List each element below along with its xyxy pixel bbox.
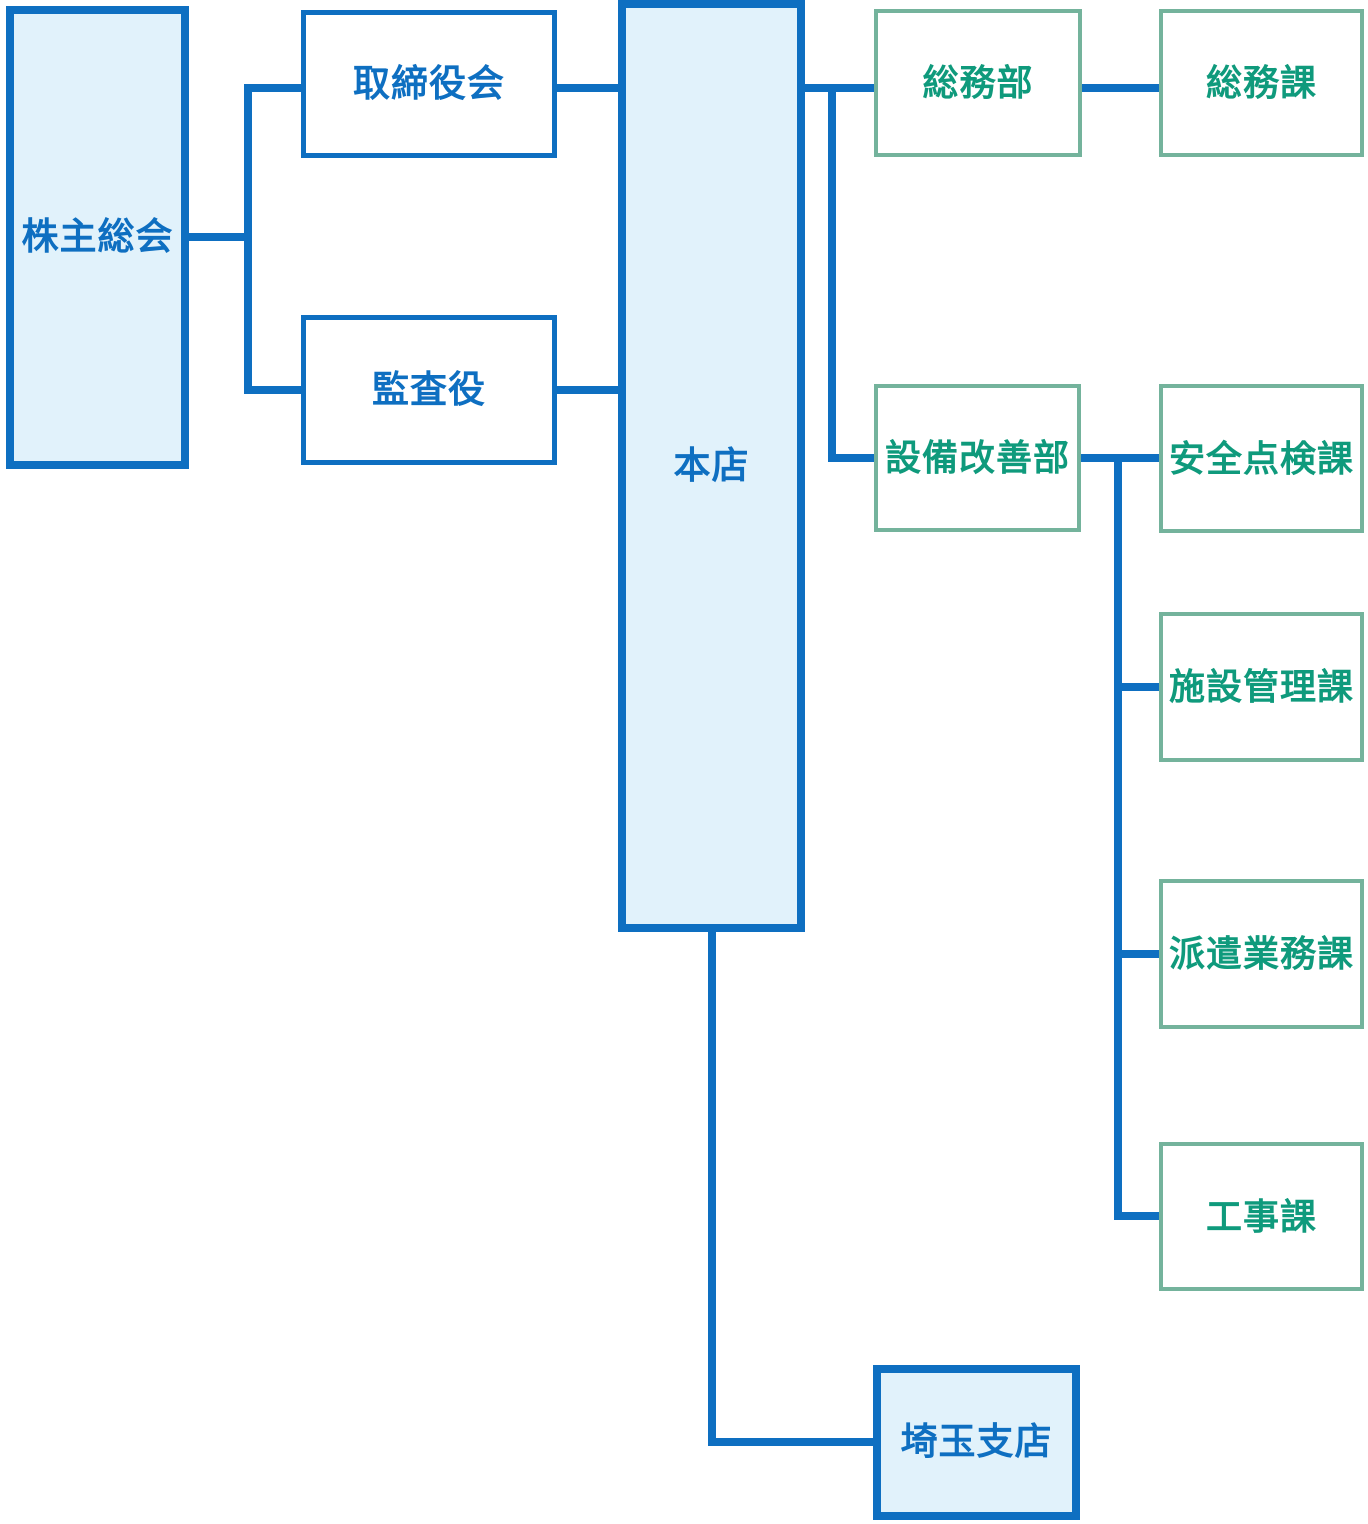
node-saitama-branch: 埼玉支店	[873, 1365, 1080, 1520]
node-construction-section: 工事課	[1159, 1142, 1364, 1291]
node-shareholders-meeting-label: 株主総会	[21, 216, 174, 258]
node-general-affairs-section: 総務課	[1159, 9, 1364, 157]
node-safety-inspection-section: 安全点検課	[1159, 384, 1364, 533]
connector-trunk-to-facility-improvement-dept	[828, 454, 874, 462]
node-general-affairs-section-label: 総務課	[1205, 62, 1317, 104]
node-shareholders-meeting: 株主総会	[6, 6, 189, 469]
connector-trunk-to-dispatch-operations	[1114, 950, 1159, 958]
node-board-of-directors-label: 取締役会	[353, 62, 505, 104]
node-facility-improvement-dept-label: 設備改善部	[884, 437, 1070, 479]
node-general-affairs-dept: 総務部	[874, 9, 1082, 157]
node-safety-inspection-section-label: 安全点検課	[1168, 437, 1354, 479]
connector-auditor-to-head-office	[557, 386, 618, 394]
node-facility-improvement-dept: 設備改善部	[874, 384, 1081, 532]
connector-trunk-to-facility-management	[1114, 683, 1159, 691]
connector-trunk-to-board	[244, 84, 301, 92]
node-board-of-directors: 取締役会	[301, 10, 557, 158]
node-general-affairs-dept-label: 総務部	[922, 62, 1034, 104]
connector-shareholders-to-trunk	[189, 233, 252, 241]
node-auditor: 監査役	[301, 315, 557, 465]
connector-trunk-to-construction	[1114, 1212, 1159, 1220]
node-dispatch-operations-section-label: 派遣業務課	[1168, 933, 1354, 975]
node-head-office: 本店	[618, 0, 805, 932]
node-facility-management-section-label: 施設管理課	[1168, 666, 1354, 708]
connector-board-to-head-office	[557, 84, 618, 92]
connector-head-office-to-general-affairs-dept	[805, 84, 874, 92]
node-facility-management-section: 施設管理課	[1159, 612, 1364, 762]
connector-general-affairs-dept-to-section	[1082, 84, 1159, 92]
node-construction-section-label: 工事課	[1205, 1195, 1317, 1237]
node-auditor-label: 監査役	[372, 368, 486, 410]
connector-left-trunk-vertical	[244, 84, 252, 394]
connector-trunk-to-auditor	[244, 386, 301, 394]
connector-head-office-drop-vertical	[708, 932, 716, 1446]
node-dispatch-operations-section: 派遣業務課	[1159, 879, 1364, 1029]
connector-mid-trunk-vertical	[828, 84, 836, 462]
connector-right-trunk-vertical	[1114, 454, 1122, 1220]
node-head-office-label: 本店	[673, 444, 750, 486]
connector-drop-to-saitama-branch	[708, 1438, 873, 1446]
node-saitama-branch-label: 埼玉支店	[900, 1421, 1053, 1463]
